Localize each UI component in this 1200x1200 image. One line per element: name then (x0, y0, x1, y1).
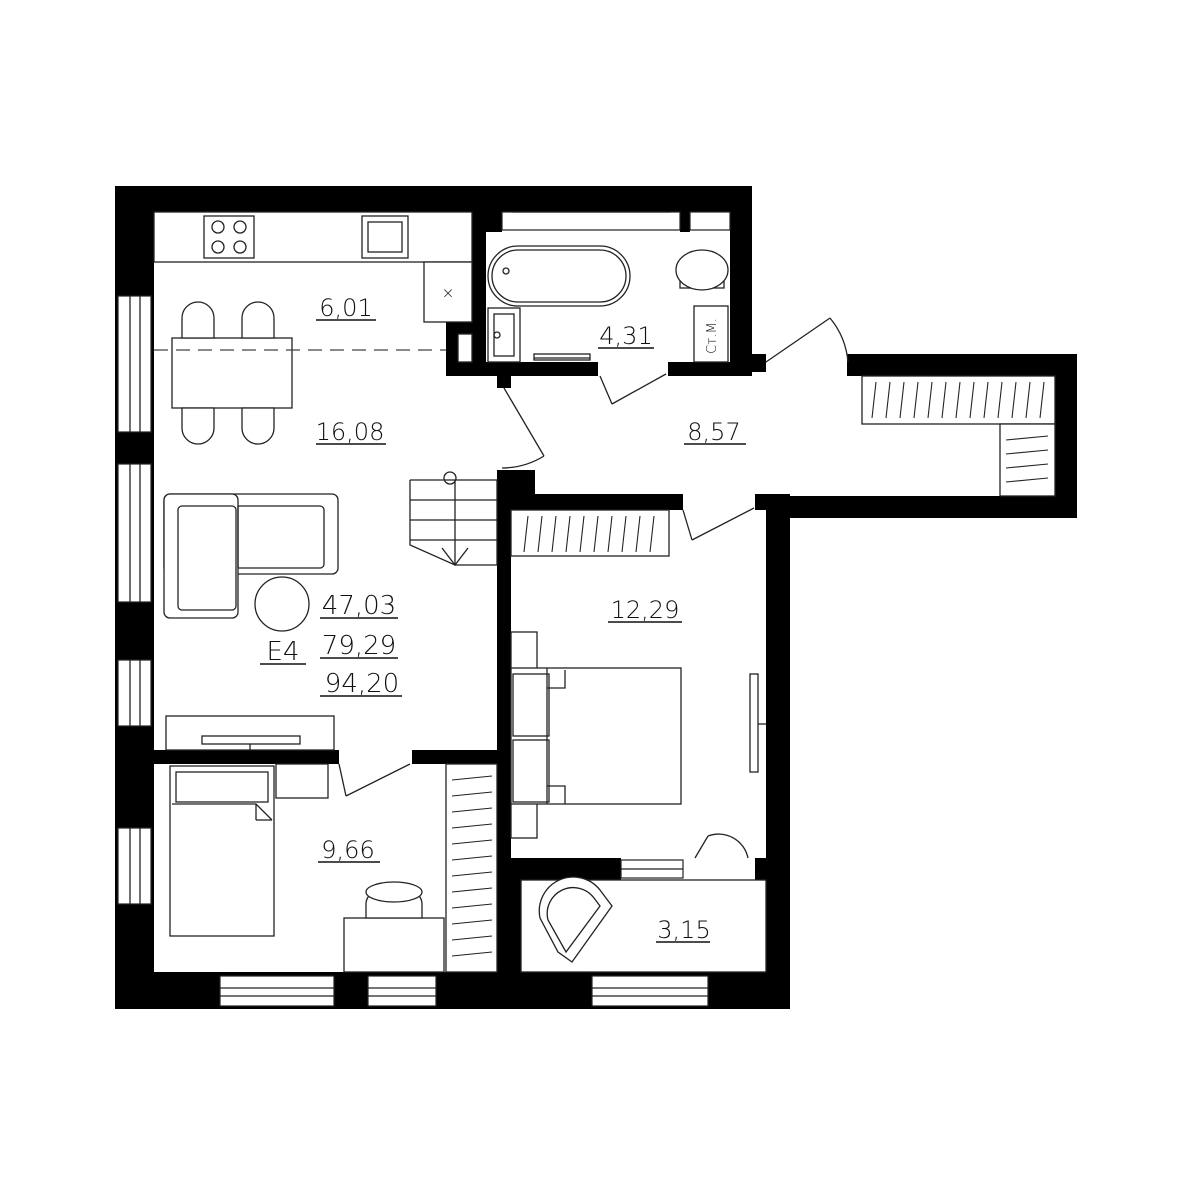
area-bathroom: 4,31 (599, 322, 652, 350)
total-area: 79,29 (322, 631, 396, 661)
apartment-summary: Е4 47,03 79,29 94,20 (260, 591, 402, 699)
balcony-furniture (520, 876, 767, 973)
area-balcony: 3,15 (657, 916, 710, 944)
storage-wardrobe (861, 375, 1056, 497)
kitchen-furniture (153, 211, 473, 445)
area-kitchen: 6,01 (319, 294, 372, 322)
windows (117, 211, 731, 1007)
unit-code: Е4 (267, 637, 300, 667)
room-labels: 6,01 16,08 4,31 8,57 12,29 9,66 3,15 (316, 294, 746, 944)
doors (338, 317, 849, 859)
vent-mark: × (442, 284, 455, 302)
area-bedroom: 12,29 (611, 596, 680, 624)
area-small-bedroom: 9,66 (321, 836, 374, 864)
bathroom-fixtures (487, 245, 729, 363)
stairs (409, 471, 498, 567)
riser-mark: Ст.М. (705, 318, 720, 354)
area-hall: 8,57 (687, 418, 740, 446)
total-living-area: 47,03 (322, 591, 396, 621)
living-furniture (163, 493, 339, 751)
area-living: 16,08 (316, 418, 385, 446)
bedroom-furniture (510, 509, 766, 839)
total-area-with-balcony: 94,20 (325, 669, 399, 699)
small-bedroom-furniture (169, 763, 498, 973)
